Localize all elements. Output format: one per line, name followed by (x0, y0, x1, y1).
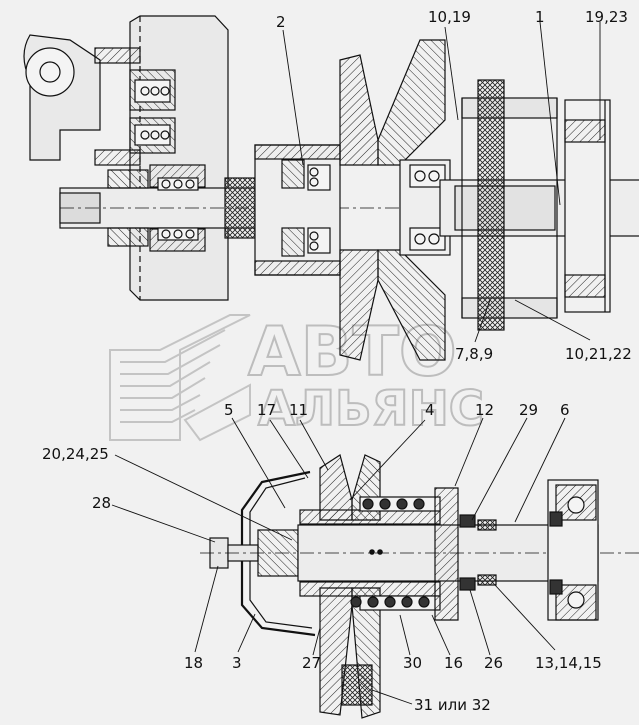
callout-11: 11 (289, 401, 308, 419)
callout-3: 3 (232, 654, 242, 672)
callout-16: 16 (444, 654, 463, 672)
callout-19-23: 19,23 (585, 8, 628, 26)
callout-17: 17 (257, 401, 276, 419)
callout-30: 30 (403, 654, 422, 672)
shaft-bearings (107, 164, 206, 252)
bottom-assembly (200, 454, 639, 719)
callout-10-21-22: 10,21,22 (565, 345, 632, 363)
callout-31-32: 31 или 32 (414, 696, 491, 714)
right-bearing (547, 479, 599, 621)
callout-5: 5 (224, 401, 234, 419)
pulley-housing (254, 144, 341, 276)
pulley-disks (319, 454, 381, 719)
leader-lines (111, 21, 601, 705)
gearbox-housing (129, 15, 229, 301)
callout-4: 4 (425, 401, 435, 419)
sprocket-assembly (461, 79, 558, 331)
callout-27: 27 (302, 654, 321, 672)
callout-18: 18 (184, 654, 203, 672)
callout-1: 1 (535, 8, 545, 26)
callout-10-19: 10,19 (428, 8, 471, 26)
movable-flange (434, 487, 459, 621)
end-bracket (564, 99, 611, 313)
callouts: 2 10,19 1 19,23 7,8,9 10,21,22 5 17 11 4… (42, 8, 632, 714)
coupling (224, 177, 256, 239)
callout-26: 26 (484, 654, 503, 672)
callout-7-8-9: 7,8,9 (455, 345, 493, 363)
callout-13-14-15: 13,14,15 (535, 654, 602, 672)
spring (350, 496, 441, 611)
callout-6: 6 (560, 401, 570, 419)
callout-12: 12 (475, 401, 494, 419)
top-assembly (23, 15, 639, 361)
callout-28: 28 (92, 494, 111, 512)
callout-29: 29 (519, 401, 538, 419)
watermark-line2: АЛЬЯНС (258, 381, 484, 437)
callout-20-24-25: 20,24,25 (42, 445, 109, 463)
upper-bearings (129, 69, 176, 154)
callout-2: 2 (276, 13, 286, 31)
variator-pulley (339, 39, 451, 361)
watermark-emblem (109, 314, 251, 442)
